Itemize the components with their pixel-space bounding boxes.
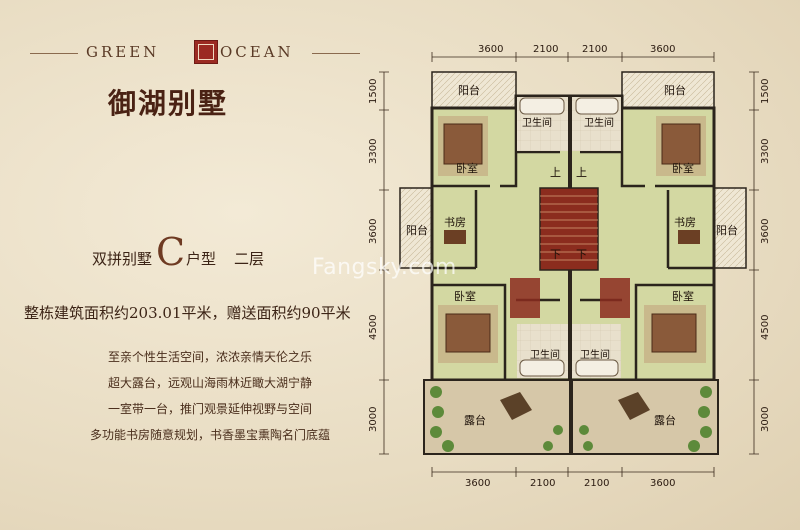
desk-study-right — [678, 230, 700, 244]
label-down-right: 下 — [576, 248, 587, 261]
dim-left-5: 3000 — [368, 407, 379, 432]
description-line-2: 超大露台，远观山海雨林近瞰大湖宁静 — [107, 376, 312, 390]
dim-right-1: 1500 — [760, 79, 771, 104]
unit-type-prefix: 双拼别墅 — [92, 250, 153, 268]
bathtub-top-right — [575, 97, 619, 115]
balcony-mid-left — [399, 187, 435, 269]
brand-header: GREEN OCEAN — [30, 40, 360, 66]
unit-type-suffix: 户型 — [186, 250, 217, 268]
label-bath-br: 卫生间 — [580, 348, 610, 361]
dim-top-3: 2100 — [582, 44, 607, 55]
watermark-text: Fangsky.com — [312, 255, 457, 280]
label-bedroom-tr: 卧室 — [672, 161, 694, 175]
dim-bottom-1: 3600 — [465, 478, 490, 489]
dim-left-3: 3600 — [368, 219, 379, 244]
description-line-4: 多功能书房随意规划，书香墨宝熏陶名门底蕴 — [89, 428, 330, 442]
dim-bottom-3: 2100 — [584, 478, 609, 489]
dim-top-2: 2100 — [533, 44, 558, 55]
dim-bottom-2: 2100 — [530, 478, 555, 489]
dim-right-5: 3000 — [760, 407, 771, 432]
label-up-left: 上 — [550, 166, 561, 179]
room-labels: 阳台 阳台 卫生间 卫生间 卧室 卧室 上 上 书房 书房 阳台 阳台 下 下 … — [406, 83, 738, 427]
area-summary: 整栋建筑面积约203.01平米，赠送面积约90平米 — [24, 304, 351, 322]
dim-left-4: 4500 — [368, 315, 379, 340]
label-balcony-ml: 阳台 — [406, 223, 428, 237]
stair-lower-left — [510, 278, 540, 318]
bathtub-bottom-right — [575, 359, 619, 377]
label-bath-tr: 卫生间 — [584, 116, 614, 129]
label-bath-tl: 卫生间 — [522, 116, 552, 129]
label-balcony-mr: 阳台 — [716, 223, 738, 237]
terrace-plants — [430, 386, 712, 452]
unit-type-heading: 双拼别墅 C 户型 二层 — [92, 230, 292, 274]
brand-rule-left — [30, 53, 78, 54]
bathtub-top-left — [519, 97, 565, 115]
description-line-3: 一室带一台，推门观景延伸视野与空间 — [107, 402, 312, 416]
balcony-mid-right — [711, 187, 747, 269]
label-study-right: 书房 — [674, 216, 696, 229]
seal-logo-icon — [194, 40, 218, 64]
bed-top-right — [661, 123, 701, 165]
dimensions-right: 1500 3300 3600 4500 3000 — [760, 79, 771, 432]
dimensions-left: 1500 3300 3600 4500 3000 — [368, 79, 379, 432]
label-terrace-right: 露台 — [654, 413, 676, 427]
bed-bottom-right — [651, 313, 697, 353]
label-bath-bl: 卫生间 — [530, 348, 560, 361]
dim-right-2: 3300 — [760, 139, 771, 164]
bed-bottom-left — [445, 313, 491, 353]
staircase — [539, 187, 599, 271]
description-line-1: 至亲个性生活空间，浓浓亲情天伦之乐 — [107, 350, 312, 364]
brand-word-ocean: OCEAN — [220, 43, 294, 61]
unit-floor: 二层 — [234, 250, 265, 268]
brand-rule-right — [312, 53, 360, 54]
stair-treads — [540, 195, 598, 261]
label-terrace-left: 露台 — [464, 413, 486, 427]
dim-left-1: 1500 — [368, 79, 379, 104]
stair-lower-right — [600, 278, 630, 318]
label-down-left: 下 — [550, 248, 561, 261]
bed-top-left — [443, 123, 483, 165]
label-balcony-tr: 阳台 — [664, 83, 686, 97]
desk-study-left — [444, 230, 466, 244]
terrace-parasols — [500, 392, 650, 420]
label-study-left: 书房 — [444, 216, 466, 229]
bathtub-bottom-left — [519, 359, 565, 377]
label-bedroom-tl: 卧室 — [456, 161, 478, 175]
dimension-lines — [379, 52, 759, 477]
dimensions-top: 3600 2100 2100 3600 — [478, 44, 675, 55]
dim-right-4: 4500 — [760, 315, 771, 340]
dimensions-bottom: 3600 2100 2100 3600 — [465, 478, 675, 489]
dim-bottom-4: 3600 — [650, 478, 675, 489]
balcony-top-right — [621, 71, 715, 109]
label-bedroom-bl: 卧室 — [454, 289, 476, 303]
unit-type-letter: C — [156, 230, 186, 274]
project-title: 御湖别墅 — [108, 87, 229, 120]
label-bedroom-br: 卧室 — [672, 289, 694, 303]
dim-left-2: 3300 — [368, 139, 379, 164]
brand-word-green: GREEN — [86, 43, 160, 61]
label-up-right: 上 — [576, 166, 587, 179]
label-balcony-tl: 阳台 — [458, 83, 480, 97]
dim-top-1: 3600 — [478, 44, 503, 55]
dim-right-3: 3600 — [760, 219, 771, 244]
dim-top-4: 3600 — [650, 44, 675, 55]
